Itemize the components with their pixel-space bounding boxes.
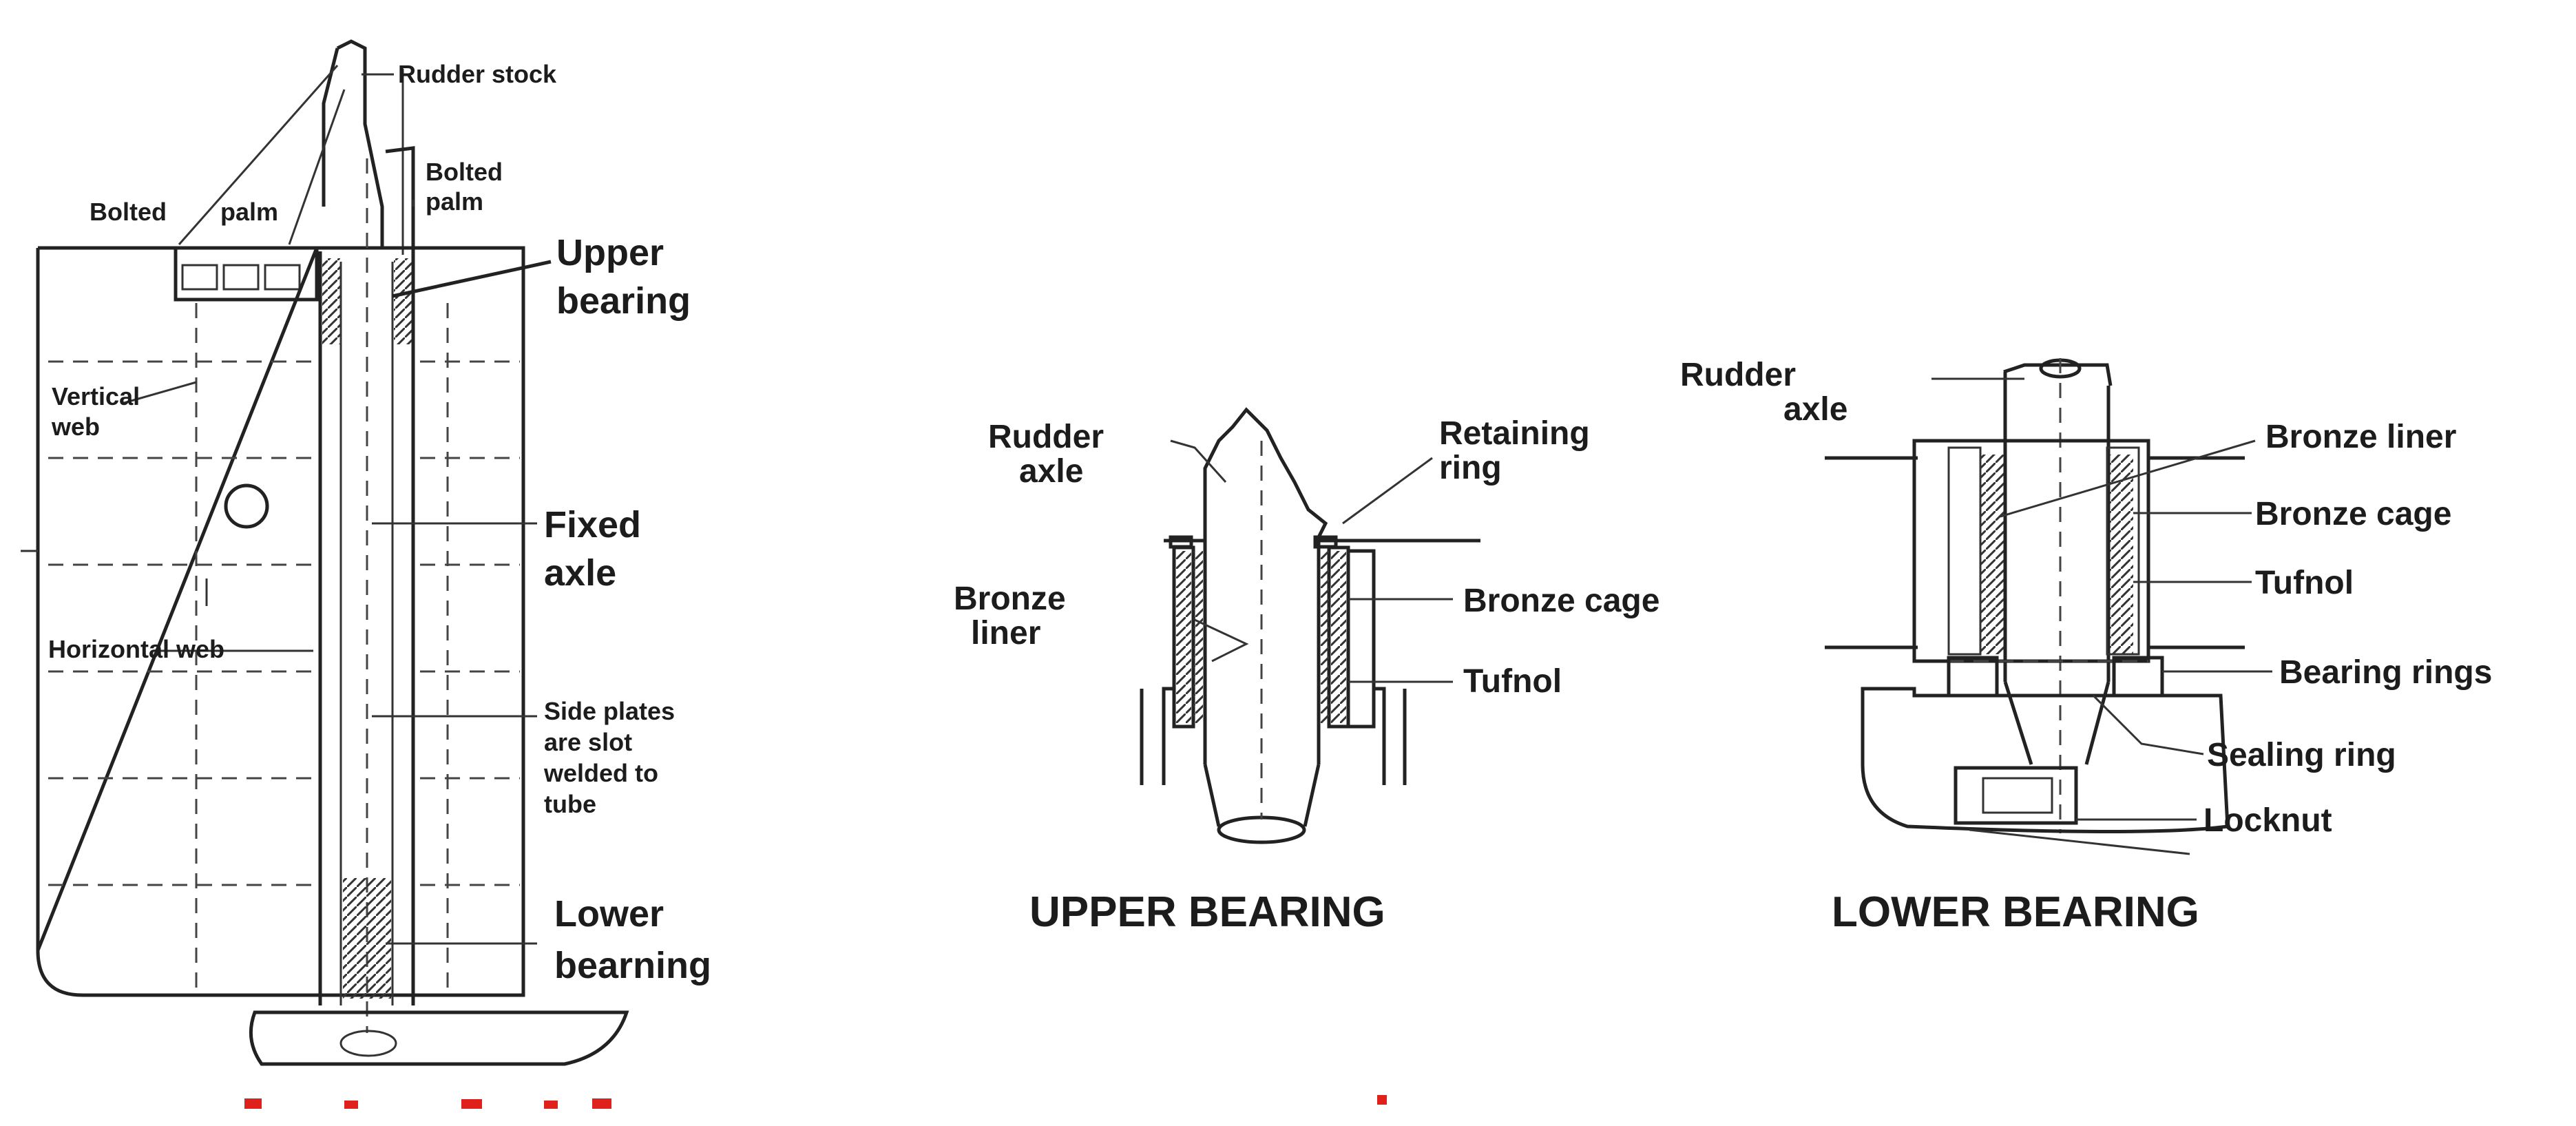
label-ub-retaining-ring-1: Retaining: [1439, 415, 1590, 452]
upper-axle-top: [1203, 407, 1328, 539]
label-ub-retaining-ring-2: ring: [1439, 450, 1502, 486]
label-ub-rudder-axle-1: Rudder: [988, 419, 1104, 455]
rudder-assembly-figure: Rudder stock Bolted palm Bolted palm Upp…: [21, 39, 1387, 1109]
label-side-plates-3: welded to: [543, 759, 658, 787]
lower-bearing-hatch: [343, 878, 391, 999]
label-bolted-palm-right-2: palm: [426, 187, 483, 216]
label-side-plates-2: are slot: [544, 728, 632, 756]
label-bolted-palm-left-2: palm: [220, 198, 278, 226]
label-vertical-web-2: web: [51, 413, 100, 441]
rudder-plate-outline: [36, 246, 525, 997]
label-lower-bearing-1: Lower: [554, 893, 664, 935]
lb-lower-body: [1861, 687, 2230, 833]
label-lb-rudder-axle-2: axle: [1783, 391, 1847, 428]
title-upper-bearing: UPPER BEARING: [1029, 888, 1385, 936]
label-bolted-palm-left-1: Bolted: [90, 198, 167, 226]
label-lb-tufnol: Tufnol: [2255, 565, 2354, 601]
lower-bearing-figure: Rudder axle Bronze liner Bronze cage Tuf…: [1680, 357, 2492, 936]
label-bolted-palm-right-1: Bolted: [426, 158, 503, 186]
label-ub-bronze-liner-2: liner: [971, 615, 1040, 651]
label-fixed-axle-2: axle: [544, 552, 616, 594]
label-upper-bearing-1: Upper: [556, 232, 664, 273]
label-horizontal-web: Horizontal web: [48, 635, 224, 663]
label-fixed-axle-1: Fixed: [544, 504, 641, 545]
label-side-plates-1: Side plates: [544, 697, 675, 725]
label-lb-bronze-liner: Bronze liner: [2265, 419, 2456, 455]
label-upper-bearing-2: bearing: [556, 280, 691, 322]
label-lb-rudder-axle-1: Rudder: [1680, 357, 1796, 393]
rudder-shoe: [249, 1010, 629, 1066]
label-ub-rudder-axle-2: axle: [1019, 453, 1083, 490]
lb-locknut: [1954, 766, 2078, 825]
label-lb-bearing-rings: Bearing rings: [2279, 654, 2492, 691]
label-lb-sealing-ring: Sealing ring: [2207, 737, 2396, 773]
label-lb-locknut: Locknut: [2203, 802, 2332, 839]
label-vertical-web-1: Vertical: [52, 382, 140, 410]
lightening-hole: [224, 483, 269, 529]
label-lb-bronze-cage: Bronze cage: [2255, 496, 2451, 532]
label-ub-bronze-cage: Bronze cage: [1463, 583, 1659, 619]
label-ub-bronze-liner-1: Bronze: [954, 581, 1066, 617]
upper-bearing-figure: Rudder axle Retaining ring Bronze liner …: [954, 407, 1659, 936]
label-side-plates-4: tube: [544, 790, 596, 818]
label-ub-tufnol: Tufnol: [1463, 663, 1562, 700]
bolted-palm-box: [174, 246, 319, 302]
label-lower-bearing-2: bearning: [554, 945, 711, 986]
title-lower-bearing: LOWER BEARING: [1832, 888, 2199, 936]
label-rudder-stock: Rudder stock: [398, 60, 557, 88]
upper-bearing-hatch: [322, 258, 340, 344]
rudder-stock-shape: [336, 39, 384, 248]
